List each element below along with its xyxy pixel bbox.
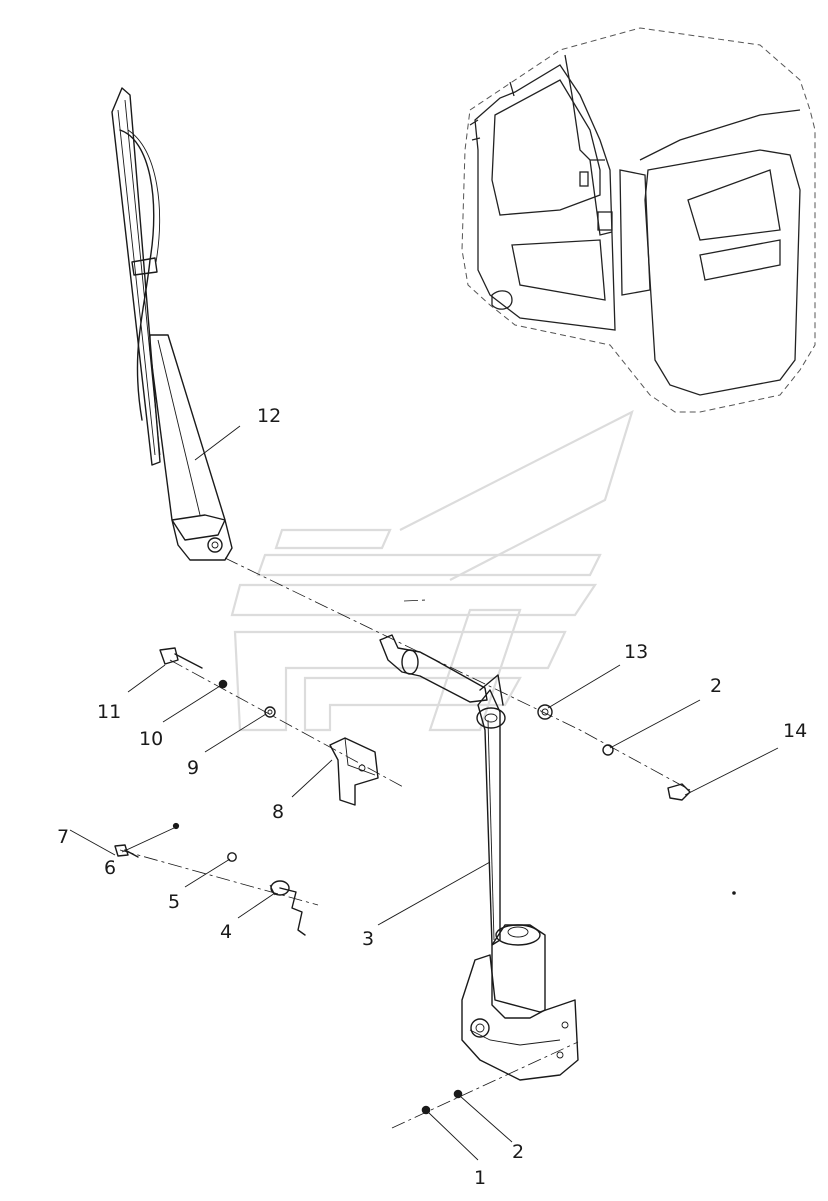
crank-pin [269,880,306,936]
callout-3: 3 [362,928,374,950]
callout-11: 11 [97,701,121,723]
watermark-logo [230,409,634,732]
callout-1: 1 [474,1167,486,1189]
callout-2-lower: 2 [512,1141,524,1163]
callout-8: 8 [272,801,284,823]
callout-9: 9 [187,757,199,779]
callout-4: 4 [220,921,232,943]
wiper-arm-and-blade [111,87,233,561]
callout-13: 13 [624,641,648,663]
callout-14: 14 [783,720,807,742]
leader-lines [69,425,779,1161]
callout-2-upper: 2 [710,675,722,697]
mounting-bracket [329,737,379,806]
wiper-linkage-rod [379,634,506,946]
assembly-axes [119,557,691,1129]
callout-6: 6 [104,857,116,879]
fasteners [114,647,736,1115]
operator-cab-view [461,27,816,413]
wiper-motor [461,924,579,1081]
callout-5: 5 [168,891,180,913]
callout-labels: 12 13 2 14 11 10 9 8 7 6 5 4 3 2 1 [57,405,807,1189]
callout-7: 7 [57,826,69,848]
callout-10: 10 [139,728,163,750]
callout-12: 12 [257,405,281,427]
